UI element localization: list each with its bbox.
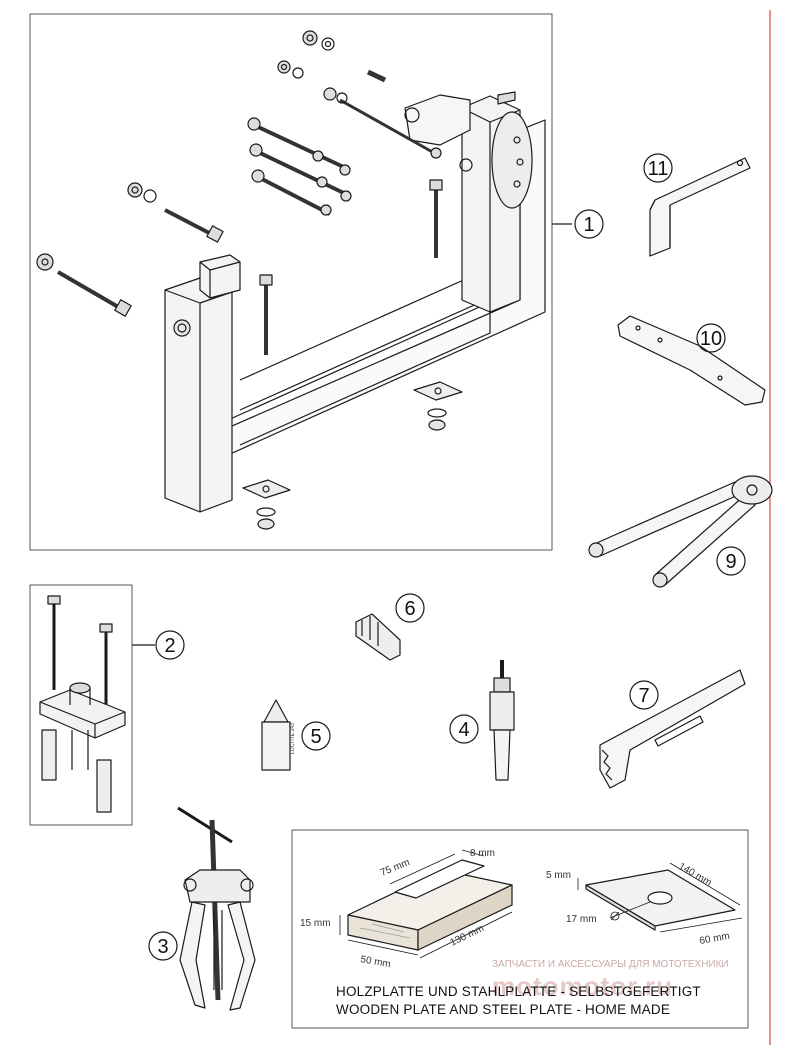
nuts-and-washers	[36, 30, 348, 271]
dim-wood-8: 8 mm	[470, 848, 495, 859]
callout-5: 5	[310, 726, 321, 748]
callout-circle-4	[449, 714, 479, 744]
plates-caption-line-2: WOODEN PLATE AND STEEL PLATE - HOME MADE	[336, 1002, 670, 1017]
dim-steel-5: 5 mm	[546, 870, 571, 881]
part-1-frame-box	[29, 13, 553, 551]
mounting-bracket	[404, 94, 471, 146]
callout-11: 11	[648, 158, 669, 180]
callout-10: 10	[700, 328, 722, 350]
part-7-holding-tool	[599, 669, 746, 789]
stand-upright-left	[164, 277, 233, 513]
callout-3: 3	[157, 936, 168, 958]
mounting-disc	[491, 111, 533, 209]
home-made-plates	[291, 829, 749, 1029]
callout-circle-10	[696, 323, 726, 353]
part-5-loctite: LOCTITE 243	[261, 699, 331, 771]
callout-2: 2	[164, 635, 175, 657]
part-3-jaw-puller	[148, 806, 256, 1011]
callout-1: 1	[583, 214, 594, 236]
callout-circle-11	[643, 153, 673, 183]
upright-bolt-head	[173, 319, 191, 337]
threaded-rods	[247, 98, 442, 216]
callout-7: 7	[638, 685, 649, 707]
watermark-line-2: motomotor.ru	[492, 971, 673, 1001]
plates-frame	[291, 829, 749, 1029]
dim-steel-60: 60 mm	[699, 931, 731, 947]
callout-circle-9	[716, 546, 746, 576]
foot-plate-front	[242, 479, 291, 499]
part-2-puller-set	[29, 584, 185, 826]
callout-6: 6	[404, 598, 415, 620]
part-11-hook	[643, 153, 751, 257]
dim-wood-50: 50 mm	[359, 954, 391, 970]
bolts	[56, 69, 443, 355]
callout-4: 4	[458, 719, 469, 741]
part-1-engine-stand	[29, 13, 604, 551]
loctite-label: LOCTITE 243	[290, 723, 296, 754]
dim-wood-75: 75 mm	[379, 857, 411, 879]
dim-wood-15: 15 mm	[300, 918, 331, 929]
callout-circle-5	[301, 721, 331, 751]
part-6-adapter	[355, 593, 425, 661]
watermark-line-1: ЗАПЧАСТИ И АКСЕССУАРЫ ДЛЯ МОТОТЕХНИКИ	[492, 959, 729, 970]
part-10-flat-tool	[617, 315, 766, 406]
foot-plate-rear	[413, 381, 463, 401]
plates-caption-line-1: HOLZPLATTE UND STAHLPLATTE - SELBSTGEFER…	[336, 984, 701, 999]
callout-circle-7	[629, 680, 659, 710]
part-4-slide-hammer	[449, 660, 515, 781]
callout-circle-2	[155, 630, 185, 660]
callout-9: 9	[725, 551, 736, 573]
steel-plate-hole	[647, 891, 673, 905]
part-9-pin-spanner	[588, 475, 773, 588]
callout-circle-1	[574, 209, 604, 239]
callout-circle-3	[148, 931, 178, 961]
dim-steel-17: 17 mm	[566, 914, 597, 925]
callout-circle-6	[395, 593, 425, 623]
